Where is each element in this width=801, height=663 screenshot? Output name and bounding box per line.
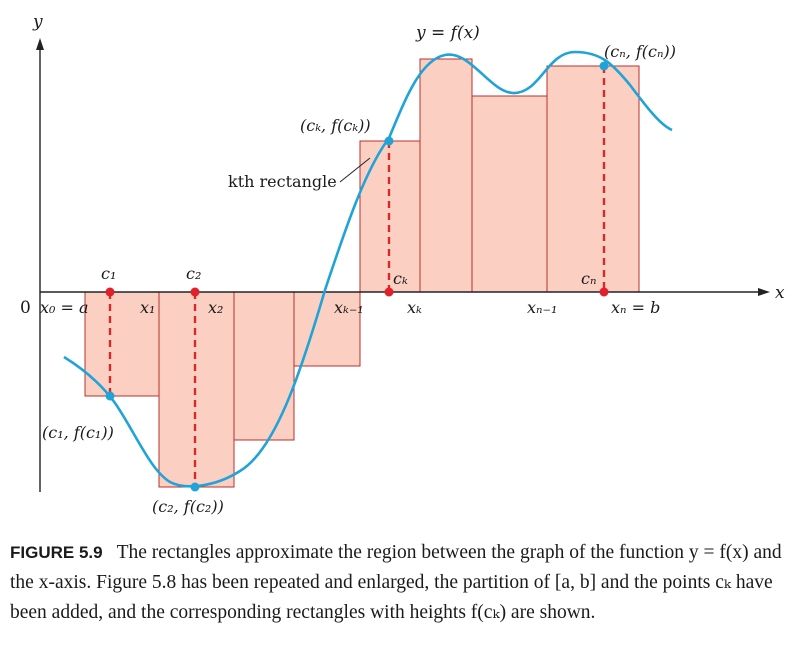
sample-ck-label: cₖ [393,269,408,288]
caption-label: FIGURE 5.9 [10,543,103,562]
y-axis-label: y [32,12,43,32]
point-cn [599,287,609,297]
sample-dashes [108,66,606,487]
partition-xk-1-label: xₖ₋₁ [334,298,364,317]
point-c2 [190,287,200,297]
sample-c2-label: c₂ [186,264,201,283]
partition-xn-label: xₙ = b [611,298,660,317]
sample-cn-label: cₙ [581,269,596,288]
riemann-sum-figure: y x 0 y = f(x) kth rectangle x₀ = a x₁ x… [20,12,785,516]
rectangle-6 [419,58,473,293]
x-axis-label: x [775,283,785,303]
rectangle-2 [158,291,235,488]
y-axis-arrow [36,38,44,50]
kth-rectangle-leader [339,157,371,183]
origin-label: 0 [20,298,31,318]
partition-xk-label: xₖ [407,298,422,317]
function-curve [63,50,673,488]
point-f-ck [384,136,394,146]
point-ck [384,287,394,297]
caption-text: The rectangles approximate the region be… [10,542,782,623]
labels: y x 0 y = f(x) kth rectangle x₀ = a x₁ x… [20,12,785,516]
point-f-cn [599,61,609,71]
sample-c1-label: c₁ [101,264,116,283]
rectangle-n [546,65,640,293]
point-f-c2 [190,482,200,492]
point-f-c1-label: (c₁, f(c₁)) [42,423,114,442]
rectangle-3 [233,291,295,441]
partition-xn-1-label: xₙ₋₁ [527,298,557,317]
rectangle-1 [84,291,160,397]
curve-label: y = f(x) [415,23,480,43]
point-f-cn-label: (cₙ, f(cₙ)) [604,42,676,61]
kth-rectangle-label: kth rectangle [228,172,337,191]
sample-points [105,61,609,492]
axes [36,38,770,492]
x-axis-arrow [758,288,770,296]
point-f-c2-label: (c₂, f(c₂)) [152,497,224,516]
point-c1 [105,287,115,297]
point-f-ck-label: (cₖ, f(cₖ)) [300,116,371,135]
partition-x2-label: x₂ [208,298,223,317]
point-f-c1 [105,391,115,401]
partition-x1-label: x₁ [140,298,155,317]
partition-x0-label: x₀ = a [40,298,89,317]
rectangle-7 [471,95,548,293]
